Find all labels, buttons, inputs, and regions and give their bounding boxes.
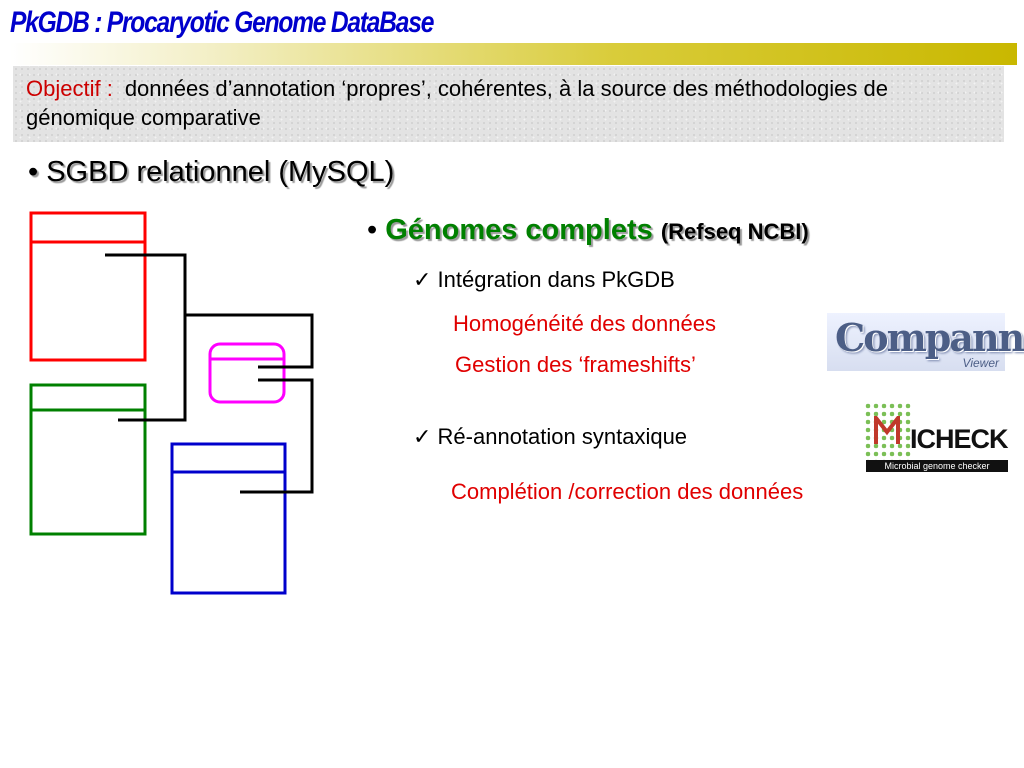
title-underline-bar — [10, 43, 1017, 65]
bullet-sgbd: • SGBD relationnel (MySQL) — [28, 156, 395, 188]
integration-label: ✓ Intégration dans PkGDB — [413, 267, 675, 292]
genomes-source: (Refseq NCBI) — [660, 219, 809, 244]
objective-paragraph: Objectif :données d’annotation ‘propres’… — [26, 74, 996, 132]
bullet-genomes-marker: • — [367, 214, 386, 246]
reannotation-label: ✓ Ré-annotation syntaxique — [413, 424, 688, 449]
micheck-logo-name: ICHECK — [910, 424, 1009, 454]
bullet-genomes: • Génomes complets (Refseq NCBI) — [367, 214, 809, 247]
table-blue — [170, 442, 287, 595]
genomes-label: Génomes complets — [385, 214, 653, 246]
objective-text: données d’annotation ‘propres’, cohérent… — [26, 76, 888, 130]
reannotation-item-completion: Complétion /correction des données — [451, 479, 804, 504]
integration-item-homogeneite: Homogénéité des données — [453, 311, 716, 336]
micheck-logo: ICHECK Microbial genome checker — [864, 402, 1010, 474]
companno-logo-name: Compannot — [835, 315, 1024, 360]
companno-logo: Compannot Viewer — [827, 313, 1024, 371]
micheck-logo-sub: Microbial genome checker — [866, 460, 1008, 472]
relation-lines — [105, 253, 314, 494]
objective-label: Objectif : — [26, 76, 113, 101]
objective-box: Objectif :données d’annotation ‘propres’… — [13, 66, 1004, 142]
table-green — [29, 383, 147, 536]
micheck-m-icon — [874, 416, 900, 444]
page-title: PkGDB : Procaryotic Genome DataBase — [10, 6, 434, 39]
integration-item-frameshifts: Gestion des ‘frameshifts’ — [455, 352, 696, 377]
table-red — [29, 211, 147, 362]
companno-logo-sub: Viewer — [962, 356, 999, 370]
table-magenta — [208, 342, 286, 404]
